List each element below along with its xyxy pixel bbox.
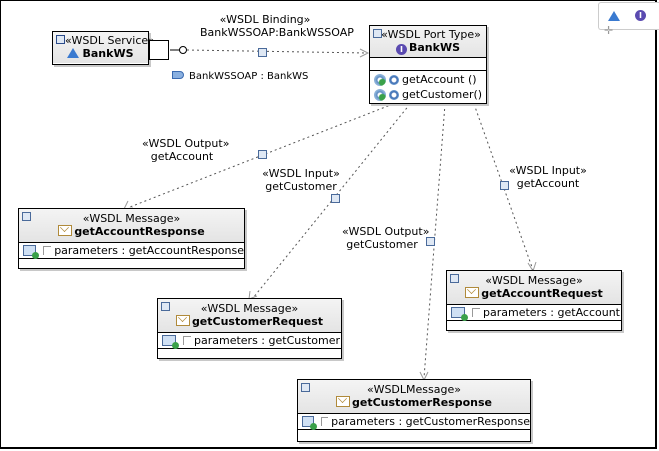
- element-icon: [183, 336, 191, 345]
- part-row[interactable]: parameters : getCustomer: [158, 332, 341, 349]
- operation-row[interactable]: getAccount (): [370, 72, 486, 87]
- edge-label: «WSDL Input»getCustomer: [262, 167, 340, 193]
- edge-handle[interactable]: [426, 237, 435, 246]
- edge-label: «WSDL Output»getAccount: [142, 137, 230, 163]
- message-name: getAccountRequest: [481, 287, 603, 300]
- edge-input-getcustomer[interactable]: [252, 103, 411, 299]
- porttype-stereotype: «WSDL Port Type»: [381, 28, 481, 41]
- service-node[interactable]: «WSDL Service» BankWS: [52, 31, 155, 65]
- collapse-icon[interactable]: [450, 274, 459, 283]
- operation-name: getCustomer(): [402, 88, 483, 101]
- part-icon: [23, 245, 41, 259]
- part-icon: [162, 335, 179, 349]
- part-row[interactable]: parameters : getAccountResponse: [19, 242, 244, 259]
- port-label: BankWSSOAP : BankWS: [172, 70, 308, 83]
- element-icon: [321, 417, 329, 426]
- collapse-icon[interactable]: [56, 35, 65, 44]
- operation-name: getAccount (): [402, 73, 477, 86]
- add-service-icon[interactable]: [608, 11, 620, 21]
- binding-stereotype: «WSDL Binding»: [219, 13, 311, 26]
- add-porttype-icon[interactable]: I: [635, 10, 646, 21]
- message-node[interactable]: «WSDL Message» getAccountRequest paramet…: [446, 270, 622, 331]
- collapse-icon[interactable]: [301, 383, 310, 392]
- message-stereotype: «WSDLMessage»: [367, 383, 461, 396]
- collapse-icon[interactable]: [161, 302, 170, 311]
- gear-icon: [389, 74, 399, 85]
- binding-socket: [179, 46, 187, 54]
- cursor-icon: ✛: [604, 24, 614, 37]
- part-row[interactable]: parameters : getAccount: [447, 304, 621, 321]
- interface-icon: I: [395, 44, 407, 55]
- edge-handle[interactable]: [500, 181, 509, 190]
- porttype-name: BankWS: [408, 41, 460, 54]
- element-icon: [43, 246, 52, 255]
- binding-handle[interactable]: [258, 48, 267, 57]
- message-node[interactable]: «WSDL Message» getAccountResponse parame…: [18, 208, 245, 269]
- port-icon: [172, 71, 184, 79]
- message-node[interactable]: «WSDL Message» getCustomerRequest parame…: [157, 298, 342, 359]
- part-icon: [302, 416, 318, 430]
- operation-icon: [374, 73, 386, 86]
- collapse-icon[interactable]: [373, 29, 382, 38]
- collapse-icon[interactable]: [22, 212, 31, 221]
- edge-handle[interactable]: [331, 194, 340, 203]
- part-name: parameters : getAccount: [483, 306, 620, 319]
- message-stereotype: «WSDL Message»: [82, 212, 181, 225]
- bell-icon: [67, 48, 80, 58]
- edge-label: «WSDL Input»getAccount: [509, 164, 587, 190]
- message-name: getAccountResponse: [74, 225, 205, 238]
- envelope-icon: [175, 315, 190, 326]
- message-node[interactable]: «WSDLMessage» getCustomerResponse parame…: [297, 379, 531, 442]
- part-icon: [451, 307, 468, 321]
- operation-row[interactable]: getCustomer(): [370, 87, 486, 102]
- edge-label: «WSDL Output»getCustomer: [342, 225, 430, 251]
- edge-handle[interactable]: [258, 150, 267, 159]
- binding-label: «WSDL Binding» BankWSSOAP:BankWSSOAP: [200, 13, 354, 39]
- part-name: parameters : getCustomerResponse: [331, 415, 530, 428]
- part-row[interactable]: parameters : getCustomerResponse: [298, 413, 530, 430]
- service-port[interactable]: [149, 40, 169, 60]
- envelope-icon: [336, 396, 351, 407]
- gear-icon: [389, 89, 399, 100]
- envelope-icon: [58, 225, 73, 236]
- part-name: parameters : getCustomer: [194, 334, 340, 347]
- message-stereotype: «WSDL Message»: [200, 302, 299, 315]
- message-name: getCustomerResponse: [352, 396, 492, 409]
- service-stereotype: «WSDL Service»: [65, 34, 155, 47]
- palette-popup: I: [598, 2, 659, 30]
- service-name: BankWS: [82, 47, 134, 60]
- message-name: getCustomerRequest: [191, 315, 324, 328]
- binding-arrowhead: [359, 48, 370, 58]
- operation-icon: [374, 88, 386, 101]
- binding-name: BankWSSOAP:BankWSSOAP: [200, 26, 354, 39]
- edge-output-getcustomer[interactable]: [423, 103, 446, 379]
- port-name: BankWSSOAP : BankWS: [189, 71, 309, 82]
- element-icon: [472, 308, 480, 317]
- part-name: parameters : getAccountResponse: [54, 244, 244, 257]
- message-stereotype: «WSDL Message»: [485, 274, 583, 287]
- binding-edge[interactable]: [186, 49, 367, 54]
- edge-input-getaccount[interactable]: [473, 103, 534, 271]
- envelope-icon: [465, 287, 480, 298]
